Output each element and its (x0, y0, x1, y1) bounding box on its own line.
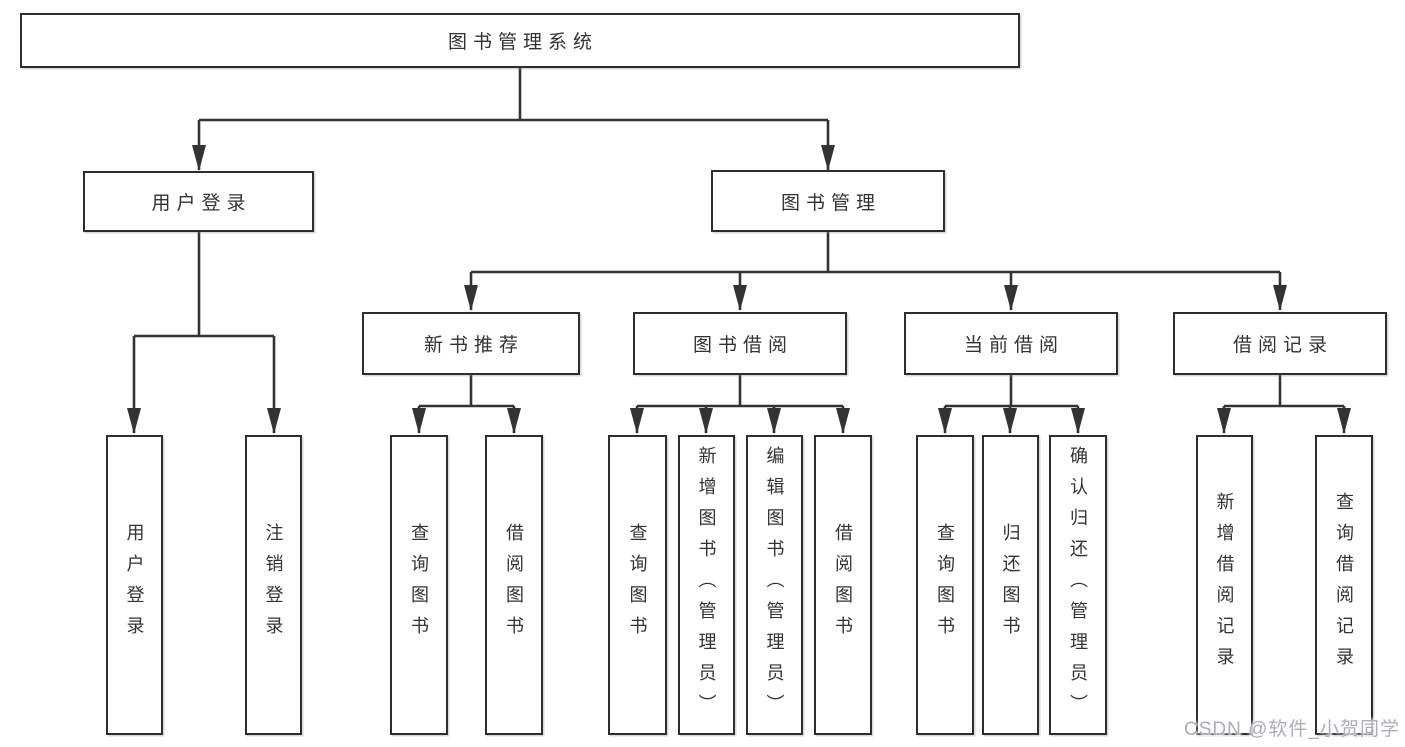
leaf-query-book-recommend: 查询图书 (390, 435, 448, 735)
node-new-book-recommend-label: 新书推荐 (423, 335, 524, 356)
node-new-book-recommend: 新书推荐 (362, 312, 580, 375)
node-book-borrowing-label: 图书借阅 (692, 335, 793, 356)
node-user-login-label: 用户登录 (151, 193, 252, 214)
leaf-query-book-borrowing: 查询图书 (608, 435, 667, 735)
connector-new-book-trunk (419, 375, 514, 408)
leaf-borrow-book-label: 借阅图书 (833, 523, 853, 647)
node-book-management: 图书管理 (711, 170, 945, 232)
node-book-management-label: 图书管理 (780, 192, 881, 214)
node-current-borrowing: 当前借阅 (904, 312, 1118, 375)
leaf-borrow-book: 借阅图书 (814, 435, 872, 735)
node-root-system-label: 图书管理系统 (447, 32, 598, 53)
leaf-confirm-return-admin: 确认归还（管理员） (1049, 435, 1107, 735)
leaf-add-borrow-record-label: 新增借阅记录 (1214, 492, 1235, 678)
connector-root-trunk (199, 68, 828, 122)
connector-book-borrow-trunk (637, 375, 843, 408)
leaf-query-book-current-label: 查询图书 (935, 523, 955, 647)
connector-borrow-record-trunk (1224, 375, 1344, 408)
leaf-add-book-admin-label: 新增图书（管理员） (696, 445, 717, 725)
leaf-return-book: 归还图书 (982, 435, 1039, 735)
leaf-edit-book-admin-label: 编辑图书（管理员） (764, 445, 785, 725)
leaf-query-borrow-record: 查询借阅记录 (1315, 435, 1373, 735)
leaf-user-login: 用户登录 (106, 435, 163, 735)
csdn-watermark: CSDN @软件_小贺同学 (1184, 719, 1400, 740)
connector-book-mgmt-trunk (471, 232, 1280, 274)
node-book-borrowing: 图书借阅 (633, 312, 847, 375)
connector-current-borrow-trunk (945, 375, 1078, 408)
leaf-confirm-return-admin-label: 确认归还（管理员） (1068, 445, 1088, 725)
leaf-user-login-label: 用户登录 (124, 523, 145, 647)
leaf-add-borrow-record: 新增借阅记录 (1196, 435, 1253, 735)
leaf-query-book-current: 查询图书 (916, 435, 974, 735)
node-user-login: 用户登录 (83, 171, 314, 232)
leaf-query-book-borrowing-label: 查询图书 (627, 523, 648, 647)
leaf-borrow-book-recommend-label: 借阅图书 (504, 523, 524, 647)
leaf-add-book-admin: 新增图书（管理员） (678, 435, 735, 735)
leaf-borrow-book-recommend: 借阅图书 (485, 435, 543, 735)
node-borrowing-records: 借阅记录 (1173, 312, 1387, 375)
node-root-system: 图书管理系统 (20, 13, 1020, 68)
leaf-edit-book-admin: 编辑图书（管理员） (746, 435, 803, 735)
node-borrowing-records-label: 借阅记录 (1232, 335, 1333, 356)
leaf-query-borrow-record-label: 查询借阅记录 (1334, 492, 1354, 678)
connector-user-login-trunk (134, 232, 274, 338)
leaf-return-book-label: 归还图书 (1000, 523, 1021, 647)
node-current-borrowing-label: 当前借阅 (963, 335, 1064, 356)
leaf-query-book-recommend-label: 查询图书 (409, 523, 429, 647)
leaf-logout-label: 注销登录 (263, 523, 284, 647)
leaf-logout: 注销登录 (245, 435, 302, 735)
